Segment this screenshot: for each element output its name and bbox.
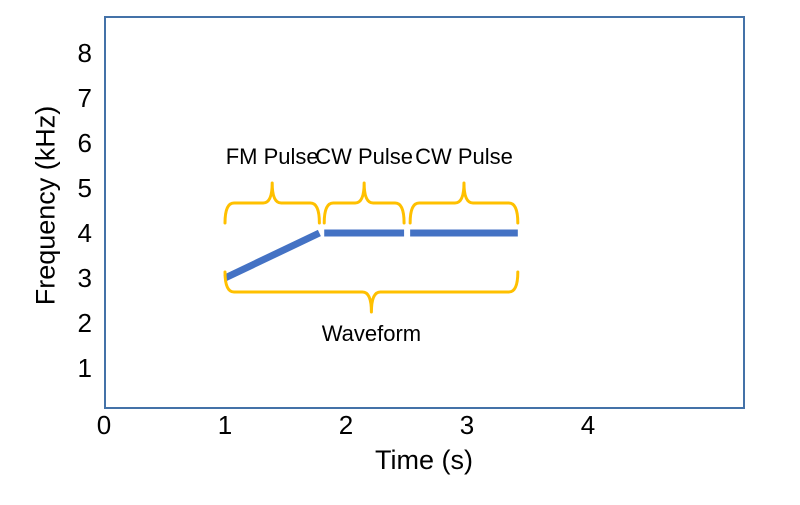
y-tick-label-2: 2 [77, 308, 92, 338]
x-tick-label-1: 1 [217, 410, 233, 440]
y-tick-label-4: 4 [77, 218, 92, 248]
x-tick-label-4: 4 [580, 410, 596, 440]
y-tick-label-7: 7 [77, 83, 92, 113]
annotation-label-cw-pulse-1: CW Pulse [315, 144, 414, 169]
y-tick-label-5: 5 [77, 173, 92, 203]
annotation-label-fm-pulse: FM Pulse [225, 144, 319, 169]
x-tick-label-0: 0 [96, 410, 112, 440]
annotation-label-waveform: Waveform [321, 321, 422, 346]
annotation-label-cw-pulse-2: CW Pulse [415, 144, 513, 169]
plot-area-frame [104, 16, 745, 409]
y-tick-label-3: 3 [77, 263, 92, 293]
x-tick-label-3: 3 [459, 410, 475, 440]
y-tick-label-6: 6 [77, 128, 92, 158]
y-tick-label-8: 8 [77, 38, 92, 68]
y-tick-label-1: 1 [77, 353, 92, 383]
x-axis-title: Time (s) [375, 445, 473, 475]
x-tick-label-2: 2 [338, 410, 354, 440]
y-axis-tick-labels: 8 7 6 5 4 3 2 1 [42, 0, 92, 505]
